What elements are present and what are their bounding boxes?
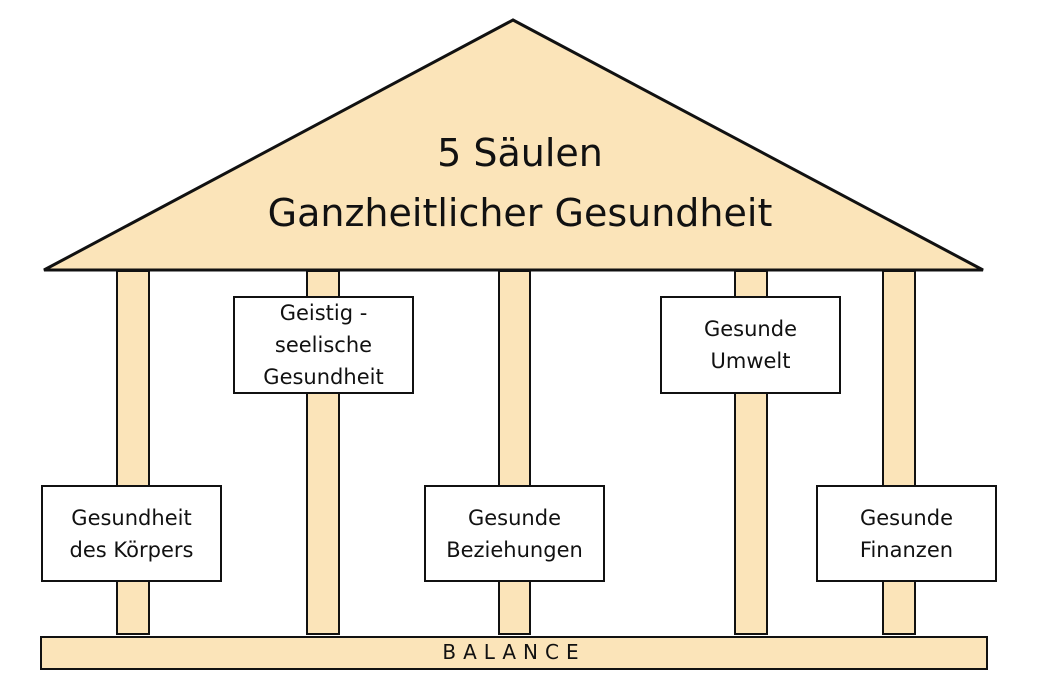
roof-title-line-2: Ganzheitlicher Gesundheit: [267, 191, 773, 235]
label-line: Gesundheit: [71, 505, 192, 530]
pillar-label-geistig-seelisch: Geistig - seelische Gesundheit: [233, 296, 414, 394]
label-line: Gesunde: [467, 505, 561, 530]
pillar-label-umwelt: Gesunde Umwelt: [660, 296, 841, 394]
balance-base: BALANCE: [40, 636, 988, 670]
label-line: Geistig -: [279, 301, 368, 325]
label-line: Beziehungen: [446, 537, 583, 562]
label-line: Gesunde: [703, 317, 797, 341]
label-line: des Körpers: [69, 537, 194, 562]
pillar-label-beziehungen: Gesunde Beziehungen: [424, 485, 605, 582]
roof-title-line-1: 5 Säulen: [437, 131, 603, 175]
label-line: Gesundheit: [263, 365, 384, 389]
pillar-label-koerper: Gesundheit des Körpers: [41, 485, 222, 582]
label-line: Gesunde: [859, 505, 953, 530]
label-line: Umwelt: [710, 349, 791, 373]
pillar-label-finanzen: Gesunde Finanzen: [816, 485, 997, 582]
label-line: seelische: [274, 333, 373, 357]
label-line: Finanzen: [859, 537, 954, 562]
